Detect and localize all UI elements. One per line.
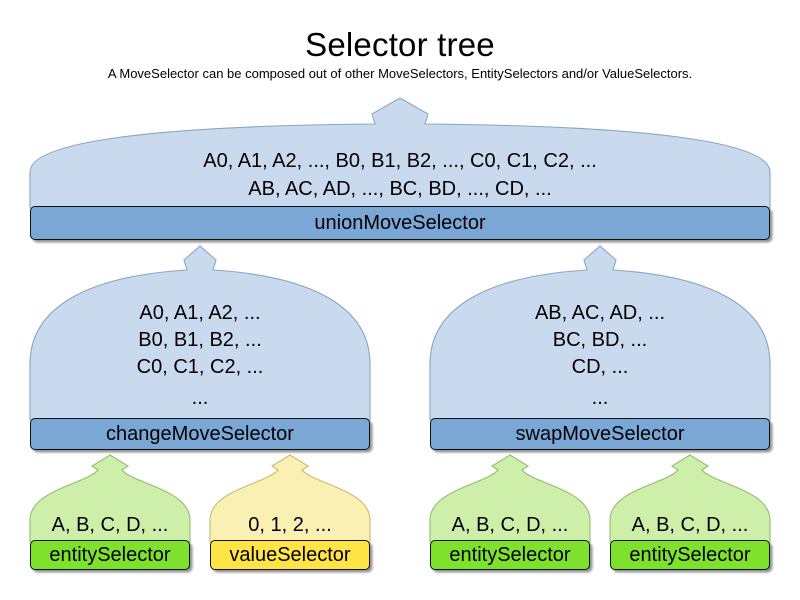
entity-balloon-shape-2 (429, 454, 591, 543)
entity-selector-label-2[interactable]: entitySelector (430, 540, 590, 570)
swap-move-selector-label[interactable]: swapMoveSelector (430, 418, 770, 450)
page-title: Selector tree (305, 26, 495, 63)
value-balloon-shape (209, 454, 371, 543)
change-balloon-shape (29, 245, 371, 421)
node-entity-selector-2[interactable]: A, B, C, D, ... entitySelector (429, 454, 591, 570)
entity-selector-label-1[interactable]: entitySelector (30, 540, 190, 570)
entity-balloon-shape-3 (609, 454, 771, 543)
node-change-move-selector[interactable]: A0, A1, A2, ... B0, B1, B2, ... C0, C1, … (29, 244, 371, 452)
swap-balloon-shape (429, 245, 771, 421)
change-move-selector-label[interactable]: changeMoveSelector (30, 418, 370, 450)
union-balloon-shape (29, 97, 771, 209)
page-subtitle: A MoveSelector can be composed out of ot… (107, 66, 693, 81)
union-move-selector-label[interactable]: unionMoveSelector (30, 206, 770, 240)
node-union-move-selector[interactable]: A0, A1, A2, ..., B0, B1, B2, ..., C0, C1… (29, 96, 771, 242)
node-value-selector[interactable]: 0, 1, 2, ... valueSelector (209, 454, 371, 570)
entity-selector-label-3[interactable]: entitySelector (610, 540, 770, 570)
node-entity-selector-1[interactable]: A, B, C, D, ... entitySelector (29, 454, 191, 570)
node-swap-move-selector[interactable]: AB, AC, AD, ... BC, BD, ... CD, ... ... … (429, 244, 771, 452)
value-selector-label[interactable]: valueSelector (210, 540, 370, 570)
node-entity-selector-3[interactable]: A, B, C, D, ... entitySelector (609, 454, 771, 570)
entity-balloon-shape-1 (29, 454, 191, 543)
